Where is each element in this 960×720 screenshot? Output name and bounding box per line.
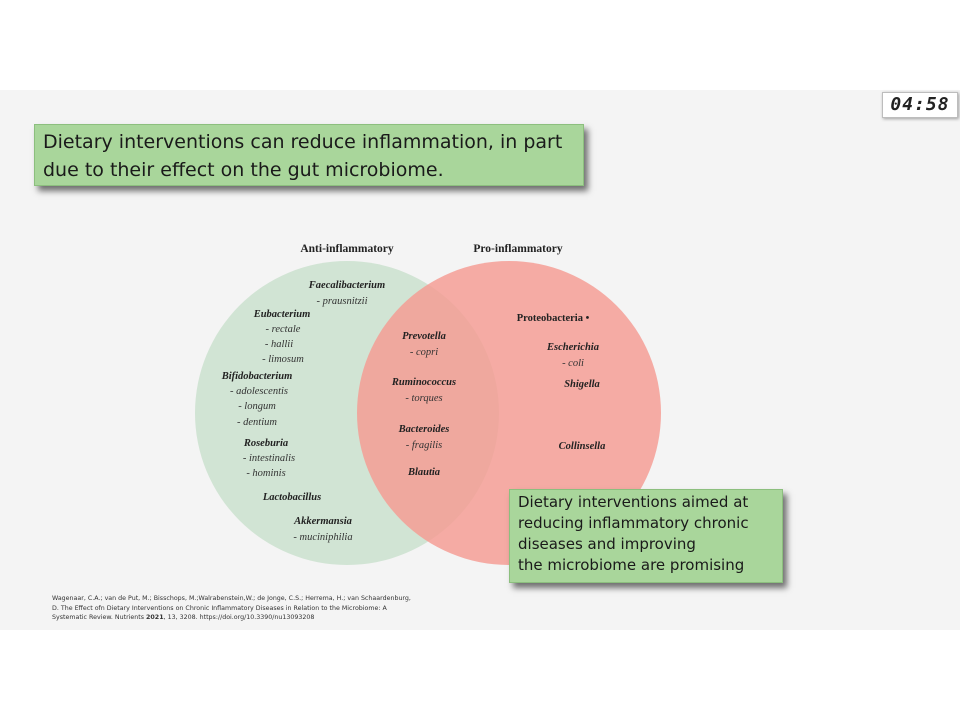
countdown-timer: 04:58	[882, 92, 958, 118]
anti-inflammatory-heading: Anti-inflammatory	[300, 243, 394, 255]
species-label: - adolescentis	[230, 386, 288, 397]
callout-line: Dietary interventions aimed at	[518, 493, 749, 511]
callout-line: reducing inflammatory chronic	[518, 514, 749, 532]
genus-label: Escherichia	[546, 342, 599, 353]
citation-text-end: , 13, 3208. https://doi.org/10.3390/nu13…	[163, 614, 315, 621]
genus-label: Ruminococcus	[391, 377, 456, 388]
species-label: - rectale	[266, 324, 301, 335]
species-label: - hallii	[265, 339, 293, 350]
species-label: - longum	[238, 401, 276, 412]
title-line-2: due to their effect on the gut microbiom…	[43, 159, 444, 181]
callout-line: the microbiome are promising	[518, 556, 745, 574]
species-label: - intestinalis	[243, 453, 295, 464]
species-label: - coli	[562, 358, 584, 369]
genus-label: Prevotella	[402, 331, 446, 342]
citation-year: 2021	[146, 614, 164, 621]
species-label: - muciniphilia	[293, 532, 352, 543]
title-callout: Dietary interventions can reduce inflamm…	[34, 124, 584, 186]
reference-citation: Wagenaar, C.A.; van de Put, M.; Bisschop…	[52, 594, 412, 623]
species-label: - hominis	[246, 468, 285, 479]
genus-label: Akkermansia	[293, 516, 352, 527]
genus-label: Bacteroides	[398, 424, 450, 435]
species-label: - limosum	[262, 354, 304, 365]
citation-text: Wagenaar, C.A.; van de Put, M.; Bisschop…	[52, 595, 411, 621]
genus-label: Shigella	[564, 379, 600, 390]
conclusion-callout: Dietary interventions aimed at reducing …	[509, 489, 783, 583]
species-label: - copri	[410, 347, 438, 358]
genus-label: Roseburia	[243, 438, 288, 449]
genus-label: Faecalibacterium	[308, 280, 385, 291]
genus-label: Eubacterium	[253, 309, 311, 320]
species-label: - dentium	[237, 417, 277, 428]
species-label: - torques	[405, 393, 442, 404]
genus-label: Lactobacillus	[262, 492, 321, 503]
genus-label: Blautia	[407, 467, 440, 478]
genus-label: Collinsella	[559, 441, 606, 452]
genus-label: Proteobacteria •	[517, 313, 590, 324]
title-line-1: Dietary interventions can reduce inflamm…	[43, 131, 563, 153]
pro-inflammatory-heading: Pro-inflammatory	[473, 243, 562, 255]
species-label: - prausnitzii	[316, 296, 367, 307]
callout-line: diseases and improving	[518, 535, 696, 553]
genus-label: Bifidobacterium	[221, 371, 293, 382]
species-label: - fragilis	[406, 440, 442, 451]
